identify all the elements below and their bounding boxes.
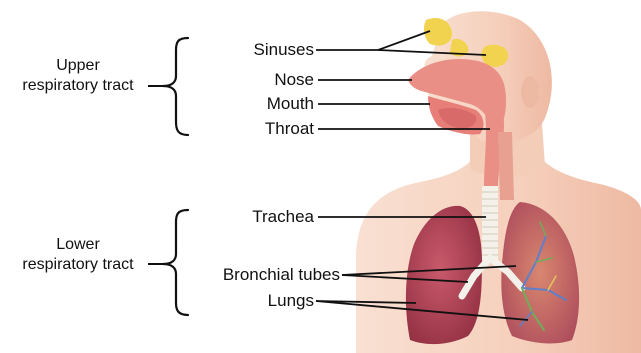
ear — [521, 76, 539, 108]
trachea-tube — [482, 186, 498, 260]
lower-label-line2: respiratory tract — [8, 255, 148, 275]
leader-sinuses-a — [378, 31, 430, 50]
upper-label-line2: respiratory tract — [8, 76, 148, 96]
label-sinuses: Sinuses — [190, 40, 314, 59]
lower-label-line1: Lower — [8, 235, 148, 255]
label-trachea: Trachea — [190, 207, 314, 226]
label-nose: Nose — [190, 70, 314, 89]
torso — [356, 150, 641, 353]
upper-respiratory-tract-label: Upper respiratory tract — [8, 56, 148, 96]
label-lungs: Lungs — [190, 291, 314, 310]
esophagus — [498, 132, 514, 200]
label-bronchial-tubes: Bronchial tubes — [176, 265, 340, 284]
lower-respiratory-tract-label: Lower respiratory tract — [8, 235, 148, 275]
label-mouth: Mouth — [190, 94, 314, 113]
upper-label-line1: Upper — [8, 56, 148, 76]
brace-upper — [163, 38, 188, 135]
label-throat: Throat — [190, 119, 314, 138]
brace-lower — [163, 210, 188, 315]
